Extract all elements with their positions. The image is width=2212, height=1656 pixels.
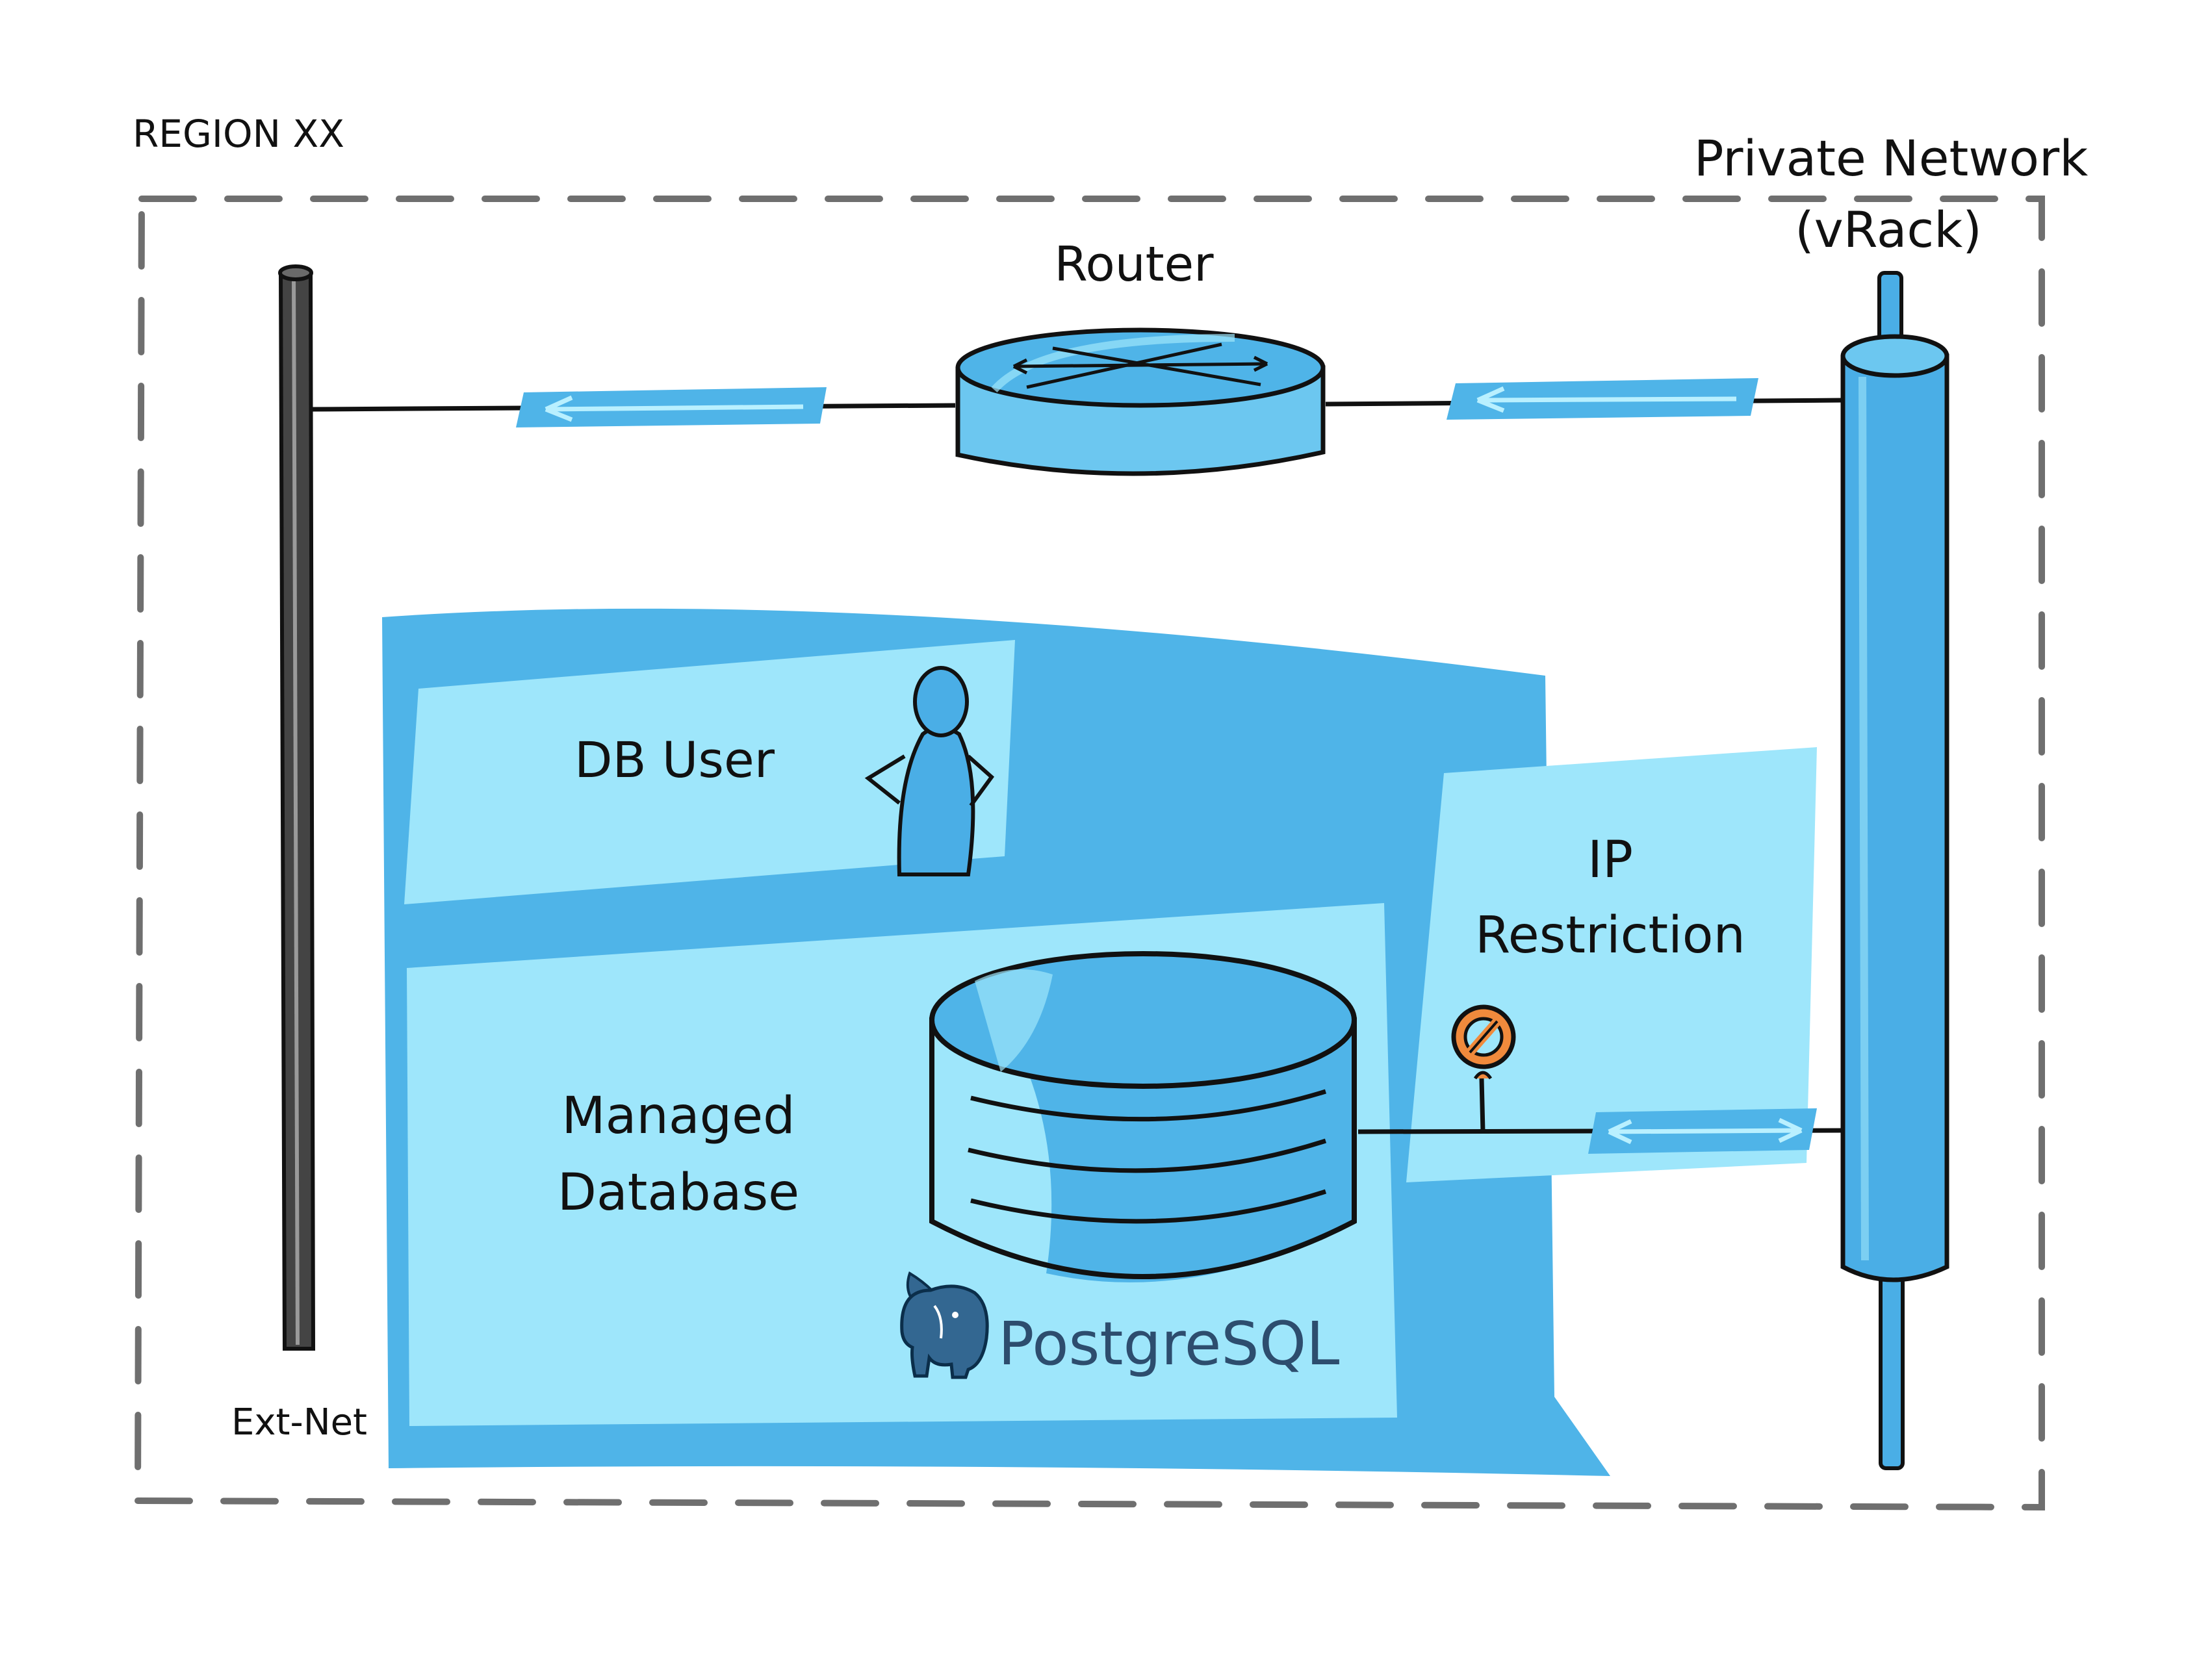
user-figure-icon	[864, 666, 995, 876]
ext-net-label: Ext-Net	[231, 1401, 367, 1444]
router-icon	[955, 327, 1326, 476]
vrack-tube-icon	[1840, 271, 1949, 1470]
region-boundary	[134, 196, 2045, 1511]
database-cylinder-icon	[929, 951, 1357, 1282]
private-network-label: Private Network	[1694, 129, 2088, 187]
region-label: REGION XX	[133, 112, 344, 156]
arrow-tag-right	[1447, 378, 1758, 420]
arrow-tag-left	[516, 387, 827, 427]
ip-restriction-panel	[1406, 747, 1817, 1182]
ip-label: IP	[1588, 831, 1633, 889]
postgresql-elephant-icon	[900, 1271, 989, 1379]
ext-net-pole-icon	[278, 264, 316, 1351]
managed-label: Managed	[561, 1087, 795, 1145]
router-label: Router	[1054, 236, 1214, 292]
no-entry-icon	[1451, 1004, 1516, 1132]
restriction-label: Restriction	[1475, 906, 1745, 965]
db-user-label: DB User	[574, 731, 775, 789]
postgresql-logo-text: PostgreSQL	[998, 1309, 1339, 1379]
arrow-tag-bidirectional	[1588, 1108, 1817, 1154]
db-user-panel	[404, 640, 1015, 904]
vrack-label: (vRack)	[1795, 201, 1982, 259]
database-label: Database	[558, 1164, 799, 1222]
